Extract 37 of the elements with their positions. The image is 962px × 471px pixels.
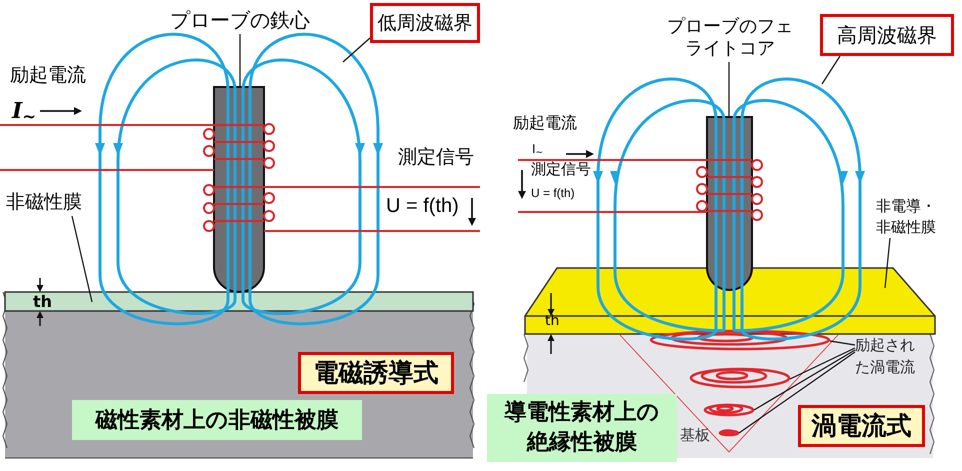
method-badge: 渦電流式 xyxy=(798,405,925,447)
signal-formula: U = f(th) xyxy=(386,196,459,216)
leader-line xyxy=(830,340,856,346)
signal-formula: U = f(th) xyxy=(531,187,575,199)
caption-badge: 導電性素材上の絶縁性被膜 xyxy=(487,394,677,462)
coating-layer xyxy=(4,291,474,312)
probe-label: プローブのフェライトコア xyxy=(655,16,805,62)
leader-line xyxy=(728,62,730,118)
leader-line xyxy=(822,56,840,84)
probe-label: プローブの鉄心 xyxy=(165,6,315,34)
film-label: 非磁性膜 xyxy=(6,188,96,216)
eddy-current-ring xyxy=(718,429,740,436)
method-badge: 電磁誘導式 xyxy=(298,352,454,394)
leader-line xyxy=(71,216,93,302)
substrate-label: 基板 xyxy=(680,428,710,443)
signal-label: 測定信号 xyxy=(531,162,591,177)
thickness-label: th xyxy=(545,314,560,328)
current-label: 励起電流 xyxy=(513,115,577,131)
leader-line xyxy=(884,238,891,288)
eddy-current-ring xyxy=(690,368,790,388)
film-label: 非電導・非磁性膜 xyxy=(876,196,942,238)
current-symbol: I$_{~}$ xyxy=(532,143,544,155)
signal-label: 測定信号 xyxy=(398,148,474,167)
current-label: 励起電流 xyxy=(10,66,86,85)
field-callout: 高周波磁界 xyxy=(820,14,954,56)
leader-line xyxy=(790,347,856,380)
field-callout: 低周波磁界 xyxy=(370,3,480,43)
leader-line xyxy=(754,349,856,411)
eddy-current-ring xyxy=(704,404,754,416)
caption-badge: 磁性素材上の非磁性被膜 xyxy=(72,400,362,440)
leader-line xyxy=(239,34,241,88)
current-symbol: I$_{~}$ xyxy=(12,100,36,122)
leader-line xyxy=(738,352,856,434)
leader-line xyxy=(342,38,370,62)
eddy-current-label: 励起された渦電流 xyxy=(855,334,919,380)
eddy-current-ring xyxy=(650,330,830,350)
thickness-label: th xyxy=(33,294,52,310)
